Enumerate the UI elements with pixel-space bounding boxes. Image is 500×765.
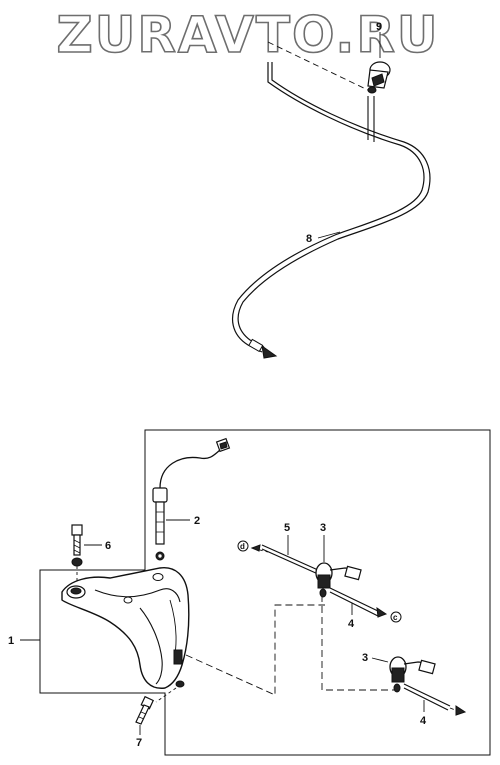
washer-reservoir-tank	[61, 567, 190, 689]
mounting-bolt-bottom	[135, 687, 177, 725]
callout-1: 1	[8, 635, 14, 647]
callout-3b-leader	[371, 657, 389, 663]
washer-hose	[231, 62, 425, 353]
hose-end-fitting	[248, 338, 264, 353]
tank-to-pump-dashed	[185, 604, 325, 696]
reservoir-pump-assembly: 1 2 6	[8, 429, 491, 756]
callout-7: 7	[136, 737, 142, 749]
callout-3b: 3	[362, 652, 368, 664]
callout-2: 2	[194, 515, 200, 527]
washer-nozzle	[367, 61, 391, 94]
callout-6: 6	[105, 540, 111, 552]
ref-d-marker	[237, 540, 249, 552]
mounting-bolt-top	[71, 524, 83, 590]
washer-pump-lower	[389, 656, 467, 716]
pump-link-dashed	[321, 595, 395, 691]
callout-8: 8	[306, 233, 312, 245]
assembly-boundary-frame	[39, 429, 491, 756]
hose-end-arrow	[261, 344, 278, 359]
level-sensor	[152, 437, 231, 561]
ref-d-label: d	[240, 542, 245, 551]
callout-3a: 3	[320, 522, 326, 534]
callout-4b: 4	[420, 715, 427, 727]
callout-5: 5	[284, 522, 290, 534]
washer-hose-inner	[237, 62, 431, 348]
nozzle-junction-pipe	[367, 96, 375, 142]
ref-d-arrowhead	[250, 544, 261, 552]
rear-washer-hose-assembly: 9 8	[231, 21, 431, 359]
watermark-text: ZURAVTO.RU	[57, 6, 440, 64]
washer-pump-upper	[261, 544, 388, 618]
callout-9: 9	[376, 21, 382, 33]
ref-c-label: c	[393, 613, 398, 622]
ref-c-marker	[390, 611, 402, 623]
callout-4a: 4	[348, 618, 355, 630]
callout-8-leader	[317, 231, 341, 239]
